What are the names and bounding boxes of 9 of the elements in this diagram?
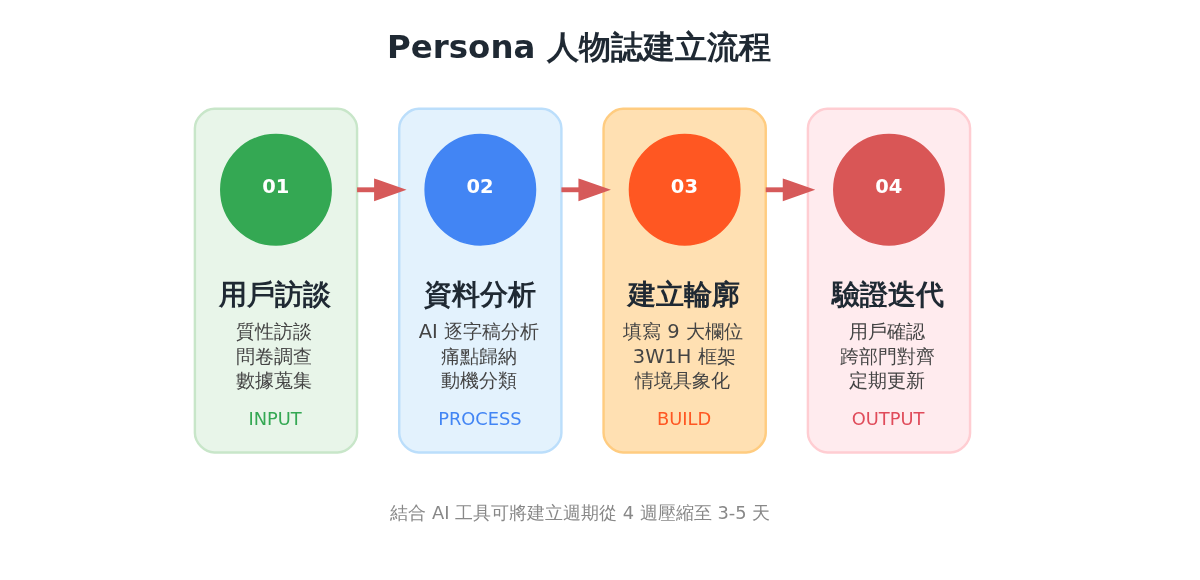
arrow xyxy=(765,178,816,202)
arrow xyxy=(561,178,611,202)
node-circle: 03 xyxy=(628,133,741,246)
node-circle: 02 xyxy=(424,133,537,246)
diagram-title: Persona 人物誌建立流程 xyxy=(387,28,771,67)
node-circle: 01 xyxy=(220,133,332,246)
caption: 結合 AI 工具可將建立週期從 4 週壓縮至 3-5 天 xyxy=(390,501,771,523)
arrow xyxy=(357,178,407,202)
node-circle: 04 xyxy=(833,133,945,246)
